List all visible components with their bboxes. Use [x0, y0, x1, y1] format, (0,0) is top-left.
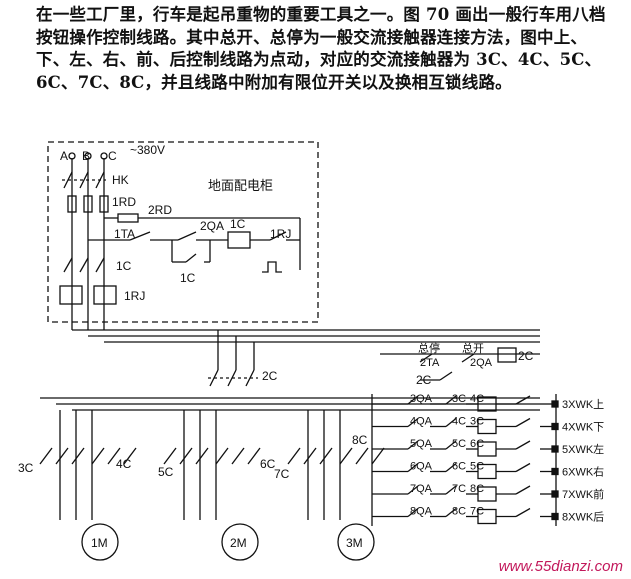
ladder-rung	[372, 440, 559, 457]
ladder-limit-label: 7XWK前	[562, 487, 604, 501]
cabinet-border	[47, 141, 319, 323]
ladder-limit-label: 6XWK右	[562, 465, 604, 479]
label-fuse-1rd: 1RD	[112, 195, 136, 209]
label-total-start: 总开	[462, 341, 484, 355]
ladder-rung	[372, 507, 559, 525]
ladder-button-label: 6QA	[410, 461, 433, 473]
ladder-coil-label: 5C	[470, 461, 484, 473]
ladder-coil-label: 6C	[470, 438, 484, 450]
ladder-coil-label: 3C	[470, 416, 484, 428]
ladder-coil-label: 8C	[470, 483, 484, 495]
label-total-stop: 总停	[418, 341, 440, 355]
ladder-button-label: 4QA	[410, 416, 433, 428]
label-2c-main: 2C	[262, 369, 278, 383]
label-4c: 4C	[116, 457, 132, 471]
ladder-interlock-label: 6C	[452, 461, 466, 473]
ladder-interlock-label: 3C	[452, 393, 466, 405]
label-coil-2c: 2C	[518, 349, 534, 363]
label-phase-c: C	[108, 149, 117, 163]
watermark-text: www.55dianzi.com	[498, 558, 623, 575]
label-5c: 5C	[158, 465, 174, 479]
ladder-rung	[372, 485, 559, 502]
ladder-limit-label: 3XWK上	[562, 398, 604, 411]
label-coil-1c: 1C	[230, 217, 246, 231]
label-6c: 6C	[260, 457, 276, 471]
ladder-button-label: 8QA	[410, 506, 433, 518]
label-phase-b: B	[82, 149, 90, 163]
ladder-interlock-label: 7C	[452, 483, 466, 495]
ladder-coil-label: 4C	[470, 393, 484, 405]
motor-1m-label: 1M	[91, 536, 108, 550]
label-hk: HK	[112, 173, 129, 187]
label-2qa-right: 2QA	[470, 357, 493, 369]
ladder-interlock-label: 8C	[452, 506, 466, 518]
label-2qa: 2QA	[200, 219, 224, 233]
label-3c: 3C	[18, 461, 34, 475]
label-phase-a: A	[60, 149, 68, 163]
label-voltage: ~380V	[130, 143, 165, 157]
motor-3m-label: 3M	[346, 536, 363, 550]
intro-paragraph: 在一些工厂里，行车是起吊重物的重要工具之一。图 70 画出一般行车用八档按钮操作…	[36, 5, 606, 92]
ladder-button-label: 3QA	[410, 393, 433, 405]
ladder-rung	[372, 462, 559, 480]
motor-2m-label: 2M	[230, 536, 247, 550]
ladder-button-label: 5QA	[410, 438, 433, 450]
label-1rj-relay: 1RJ	[270, 227, 291, 241]
label-8c: 8C	[352, 433, 368, 447]
ladder-coil-label: 7C	[470, 506, 484, 518]
ladder-rung	[372, 417, 559, 435]
ladder-limit-label: 4XWK下	[562, 422, 604, 434]
label-2ta: 2TA	[420, 357, 440, 369]
ladder-rung	[372, 395, 559, 412]
ladder-button-label: 7QA	[410, 483, 433, 495]
ladder-interlock-label: 5C	[452, 438, 466, 450]
ladder-interlock-label: 4C	[452, 416, 466, 428]
label-fuse-2rd: 2RD	[148, 203, 172, 217]
label-1ta: 1TA	[114, 227, 135, 241]
label-7c: 7C	[274, 467, 290, 481]
label-1rj-thermal: 1RJ	[124, 289, 145, 303]
label-1c-main: 1C	[116, 259, 132, 273]
label-1c-aux: 1C	[180, 271, 196, 285]
label-cabinet: 地面配电柜	[208, 178, 273, 193]
ladder-limit-label: 5XWK左	[562, 443, 604, 456]
label-2c-aux: 2C	[416, 373, 432, 387]
ladder-limit-label: 8XWK后	[562, 511, 604, 524]
